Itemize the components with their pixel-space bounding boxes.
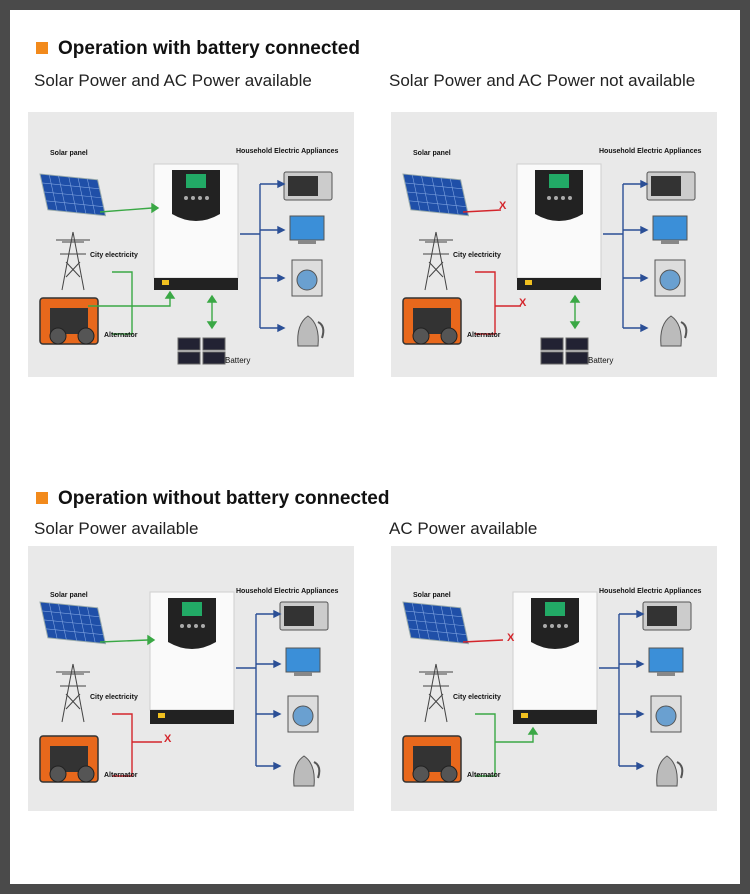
solar-panel-icon: [402, 601, 470, 645]
generator-icon: [39, 297, 99, 345]
solar-panel-label: Solar panel: [413, 592, 451, 599]
appliances-label: Household Electric Appliances: [599, 148, 702, 155]
green-flow-arrows: [475, 713, 539, 777]
city-electricity-label: City electricity: [453, 252, 501, 259]
city-electricity-label: City electricity: [90, 252, 138, 259]
page: Operation with battery connected Solar P…: [10, 10, 740, 884]
washing-machine-icon: [287, 695, 319, 733]
orange-square-icon: [36, 42, 48, 54]
red-flow-lines: [462, 639, 504, 643]
panel-subtitle: AC Power available: [389, 519, 538, 538]
diagram-panel: Solar panel Household Electric Appliance…: [391, 112, 717, 377]
diagram-graphic: [28, 546, 354, 811]
diagram-panel: Solar panel Household Electric Appliance…: [391, 546, 717, 811]
blue-flow-arrows: [240, 179, 286, 333]
alternator-label: Alternator: [467, 332, 501, 339]
monitor-icon: [285, 647, 321, 676]
inverter-icon: [516, 163, 602, 290]
battery-label: Battery: [225, 356, 251, 365]
appliances-label: Household Electric Appliances: [599, 588, 702, 595]
microwave-icon: [279, 601, 329, 631]
orange-square-icon: [36, 492, 48, 504]
inverter-icon: [153, 163, 239, 290]
section-title: Operation with battery connected: [36, 38, 360, 60]
green-flow-arrows: [99, 634, 156, 646]
green-flow-arrows: [88, 202, 218, 335]
kettle-icon: [297, 315, 325, 347]
alternator-label: Alternator: [104, 332, 138, 339]
washing-machine-icon: [650, 695, 682, 733]
solar-panel-icon: [402, 173, 470, 217]
panel-subtitle: Solar Power and AC Power available: [34, 71, 312, 90]
microwave-icon: [642, 601, 692, 631]
power-tower-icon: [56, 663, 90, 723]
solar-panel-label: Solar panel: [413, 150, 451, 157]
battery-icon: [177, 337, 226, 365]
appliances-label: Household Electric Appliances: [236, 148, 339, 155]
monitor-icon: [289, 215, 325, 244]
blue-flow-arrows: [599, 609, 645, 771]
red-flow-lines: [112, 713, 162, 777]
power-tower-icon: [419, 663, 453, 723]
disconnect-x-mark: X: [519, 297, 527, 309]
diagram-panel: Solar panel Household Electric Appliance…: [28, 112, 354, 377]
monitor-icon: [648, 647, 684, 676]
battery-icon: [540, 337, 589, 365]
generator-icon: [402, 735, 462, 783]
monitor-icon: [652, 215, 688, 244]
disconnect-x-mark: X: [499, 200, 507, 212]
panel-subtitle: Solar Power and AC Power not available: [389, 71, 696, 90]
red-flow-lines: [462, 209, 521, 335]
section-title: Operation without battery connected: [36, 488, 389, 510]
battery-label: Battery: [588, 356, 614, 365]
alternator-label: Alternator: [467, 772, 501, 779]
solar-panel-icon: [39, 601, 107, 645]
city-electricity-label: City electricity: [90, 694, 138, 701]
diagram-panel: Solar panel Household Electric Appliance…: [28, 546, 354, 811]
kettle-icon: [656, 755, 684, 787]
disconnect-x-mark: X: [507, 632, 515, 644]
appliances-label: Household Electric Appliances: [236, 588, 339, 595]
solar-panel-icon: [39, 173, 107, 217]
inverter-icon: [512, 591, 598, 724]
inverter-icon: [149, 591, 235, 724]
generator-icon: [39, 735, 99, 783]
kettle-icon: [660, 315, 688, 347]
disconnect-x-mark: X: [164, 733, 172, 745]
power-tower-icon: [419, 231, 453, 291]
microwave-icon: [646, 171, 696, 201]
alternator-label: Alternator: [104, 772, 138, 779]
diagram-graphic: [391, 112, 717, 377]
washing-machine-icon: [654, 259, 686, 297]
diagram-graphic: [391, 546, 717, 811]
power-tower-icon: [56, 231, 90, 291]
kettle-icon: [293, 755, 321, 787]
city-electricity-label: City electricity: [453, 694, 501, 701]
solar-panel-label: Solar panel: [50, 150, 88, 157]
blue-flow-arrows: [236, 609, 282, 771]
generator-icon: [402, 297, 462, 345]
microwave-icon: [283, 171, 333, 201]
panel-subtitle: Solar Power available: [34, 519, 199, 538]
solar-panel-label: Solar panel: [50, 592, 88, 599]
diagram-graphic: [28, 112, 354, 377]
washing-machine-icon: [291, 259, 323, 297]
blue-flow-arrows: [603, 179, 649, 333]
green-flow-arrows: [569, 294, 581, 330]
